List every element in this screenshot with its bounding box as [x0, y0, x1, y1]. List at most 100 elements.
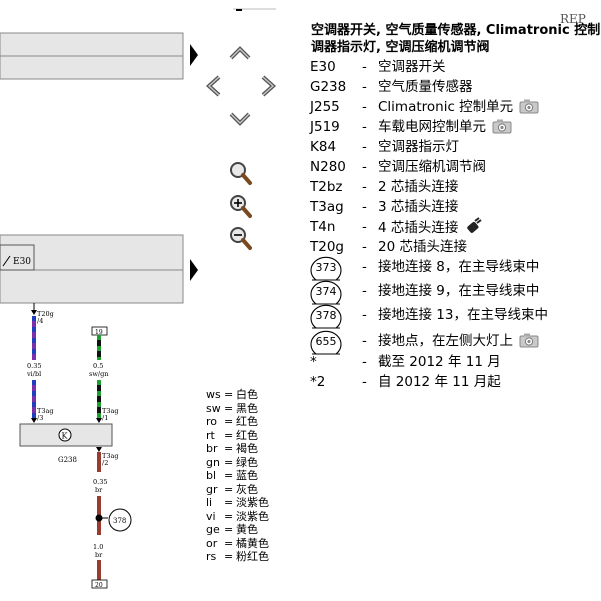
legend-dash: - [362, 354, 367, 370]
camera-icon[interactable] [492, 118, 512, 134]
color-equals: = [224, 523, 234, 536]
pan-up-icon[interactable] [229, 46, 251, 60]
color-abbrev: ws [206, 388, 221, 401]
color-name: 红色 [236, 428, 258, 442]
color-name: 粉红色 [236, 550, 269, 563]
ground-code: 655 [315, 335, 337, 348]
wire2-color: sw/gn [89, 370, 108, 378]
wire3-top-pin: /2 [102, 459, 108, 467]
color-code-sw: sw=黑色 [206, 402, 258, 415]
color-equals: = [224, 469, 234, 482]
legend-code: E30 [310, 59, 336, 75]
ground-378-symbol[interactable]: 378 [310, 304, 342, 329]
color-abbrev: vi [206, 509, 216, 523]
wire3-size: 0.35 [93, 478, 107, 486]
ground-374-symbol[interactable]: 374 [310, 280, 342, 305]
legend-description: 空调压缩机调节阀 [378, 159, 486, 175]
color-equals: = [224, 388, 234, 401]
legend-description: 接地连接 13，在主导线束中 [378, 307, 548, 323]
color-code-gn: gn=绿色 [206, 456, 258, 469]
legend-title-line2: 调器指示灯, 空调压缩机调节阀 [311, 40, 490, 55]
wire3-size2: 1.0 [93, 543, 103, 551]
color-abbrev: br [206, 442, 218, 455]
legend-dash: - [362, 79, 367, 95]
note-description: 自 2012 年 11 月起 [378, 374, 501, 390]
wire2-size: 0.5 [93, 362, 103, 370]
ground-655-symbol[interactable]: 655 [310, 330, 342, 355]
wire2-top-box-label: 19 [95, 329, 103, 336]
legend-dash: - [362, 374, 367, 390]
legend-description: 接地连接 8，在主导线束中 [378, 259, 540, 275]
zoom-fit-icon[interactable] [230, 162, 252, 185]
color-code-ge: ge=黄色 [206, 523, 258, 536]
legend-dash: - [362, 283, 367, 299]
color-name: 红色 [236, 415, 258, 428]
legend-code: T4n [310, 219, 336, 235]
wire1-top-pin: /4 [37, 317, 43, 325]
color-equals: = [224, 482, 234, 496]
color-equals: = [224, 550, 234, 563]
ground-code: 373 [315, 261, 337, 274]
legend-description: 空调器开关 [378, 59, 446, 75]
legend-code: T2bz [310, 179, 343, 195]
wire3-top-conn: T3ag [102, 452, 119, 460]
camera-icon[interactable] [519, 332, 539, 348]
wire1-bot-pin: /3 [37, 414, 43, 422]
legend-code: T20g [310, 239, 344, 255]
color-abbrev: ge [206, 523, 220, 536]
plug-icon[interactable] [464, 217, 482, 235]
legend-code: T3ag [310, 199, 344, 215]
color-abbrev: rt [206, 428, 215, 442]
arrow-right-icon-top[interactable] [190, 44, 198, 66]
note-description: 截至 2012 年 11 月 [378, 354, 501, 370]
ground-373-symbol[interactable]: 373 [310, 256, 342, 281]
legend-dash: - [362, 179, 367, 195]
legend-code: K84 [310, 139, 337, 155]
color-abbrev: sw [206, 401, 221, 415]
color-equals: = [224, 536, 234, 550]
legend-dash: - [362, 199, 367, 215]
color-code-or: or=橘黄色 [206, 537, 269, 550]
legend-dash: - [362, 119, 367, 135]
pan-right-icon[interactable] [261, 75, 276, 97]
color-name: 黑色 [236, 401, 258, 415]
wire3-end-box [91, 579, 108, 589]
zoom-in-icon[interactable] [230, 195, 252, 218]
note-code: * [310, 354, 317, 370]
legend-description: Climatronic 控制单元 [378, 97, 539, 117]
color-name: 淡紫色 [236, 496, 269, 509]
g238-label: G238 [58, 456, 77, 464]
color-name: 蓝色 [236, 469, 258, 482]
wire3-color: br [95, 486, 103, 494]
color-code-vi: vi=淡紫色 [206, 510, 269, 523]
ground-378-circle[interactable] [108, 508, 132, 532]
color-code-gr: gr=灰色 [206, 483, 258, 496]
pan-down-icon[interactable] [229, 112, 251, 126]
color-abbrev: li [206, 496, 213, 509]
g238-k-label: K [62, 432, 69, 441]
legend-description: 3 芯插头连接 [378, 199, 459, 215]
legend-description: 接地连接 9，在主导线束中 [378, 283, 540, 299]
color-equals: = [224, 415, 234, 428]
legend-dash: - [362, 59, 367, 75]
legend-title-line1: 空调器开关, 空气质量传感器, Climatronic 控制 [311, 23, 601, 38]
color-code-ro: ro =红色 [206, 415, 258, 428]
color-name: 橘黄色 [236, 536, 269, 550]
legend-code: N280 [310, 159, 346, 175]
color-code-rt: rt=红色 [206, 429, 258, 442]
color-equals: = [224, 496, 234, 509]
color-name: 淡紫色 [236, 509, 269, 523]
legend-dash: - [362, 239, 367, 255]
legend-dash: - [362, 219, 367, 235]
wire1-size: 0.35 [27, 362, 41, 370]
color-equals: = [224, 455, 234, 469]
color-abbrev: ro [206, 415, 218, 428]
legend-dash: - [362, 259, 367, 275]
legend-description: 接地点，在左侧大灯上 [378, 331, 539, 351]
arrow-right-icon-mid[interactable] [190, 259, 198, 281]
camera-icon[interactable] [519, 98, 539, 114]
zoom-out-icon[interactable] [230, 227, 252, 250]
wire2-bot-pin: /1 [102, 414, 108, 422]
pan-left-icon[interactable] [206, 75, 221, 97]
legend-description: 4 芯插头连接 [378, 217, 482, 238]
